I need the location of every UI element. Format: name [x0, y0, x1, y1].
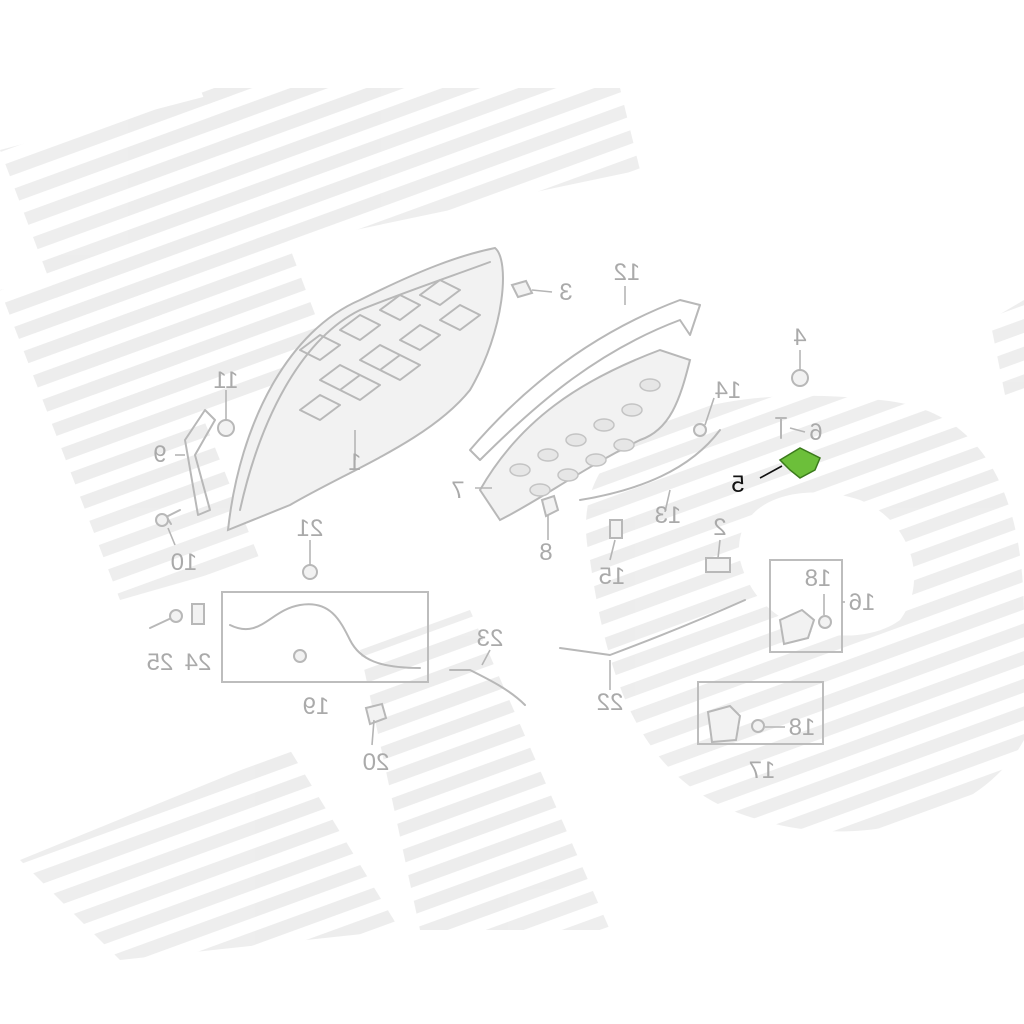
hood-panel — [226, 246, 504, 532]
clip-4 — [791, 369, 809, 387]
watermark-logo — [0, 88, 1024, 960]
callout-25: 25 — [147, 649, 174, 676]
latch-group-16 — [769, 559, 843, 653]
prop-rod-13 — [579, 429, 721, 501]
bracket-8 — [540, 494, 560, 518]
washer-hose-group — [221, 591, 429, 683]
bolt-25 — [149, 609, 183, 629]
hinge-9 — [184, 409, 216, 516]
callout-6: 6 — [809, 419, 822, 446]
bumper-stop-3 — [510, 279, 534, 299]
callout-2: 2 — [713, 514, 726, 541]
callout-16: 16 — [849, 589, 876, 616]
hinge-bracket-5 — [778, 447, 821, 479]
callout-labels: 1 2 3 4 5 6 7 8 9 10 11 12 13 14 15 16 1… — [147, 259, 876, 784]
callout-20: 20 — [363, 749, 390, 776]
cable-end-23 — [449, 669, 526, 706]
leader-lines — [167, 286, 845, 746]
bumper-2 — [705, 557, 731, 573]
nut-11 — [217, 419, 235, 437]
callout-23: 23 — [477, 625, 504, 652]
release-cable-22 — [559, 599, 746, 656]
bolt-10 — [155, 509, 181, 527]
callout-1: 1 — [348, 449, 361, 476]
callout-11: 11 — [214, 367, 239, 394]
callout-12: 12 — [614, 259, 641, 286]
callout-9: 9 — [153, 441, 166, 468]
callout-4: 4 — [793, 324, 806, 351]
callout-8: 8 — [539, 539, 552, 566]
striker-group-17 — [697, 681, 824, 745]
callout-15: 15 — [599, 563, 626, 590]
callout-24: 24 — [185, 649, 212, 676]
clip-14 — [693, 423, 707, 437]
grommet-21 — [302, 564, 318, 580]
hood-seal-strip — [469, 299, 701, 461]
callout-18-striker: 18 — [789, 714, 816, 741]
callout-19: 19 — [303, 693, 330, 720]
callout-13: 13 — [655, 502, 682, 529]
callout-14: 14 — [715, 377, 742, 404]
callout-3: 3 — [559, 279, 572, 306]
callout-10: 10 — [171, 549, 198, 576]
clip-24 — [191, 603, 205, 625]
callout-17: 17 — [749, 757, 776, 784]
hood-insulator-pad — [478, 348, 692, 522]
clip-20 — [364, 702, 388, 726]
callout-22: 22 — [597, 689, 624, 716]
bolt-6 — [775, 417, 787, 439]
callout-21: 21 — [297, 515, 324, 542]
clip-15 — [609, 519, 623, 539]
callout-7: 7 — [451, 477, 464, 504]
callout-18-latch: 18 — [805, 565, 832, 592]
callout-5: 5 — [731, 471, 744, 498]
